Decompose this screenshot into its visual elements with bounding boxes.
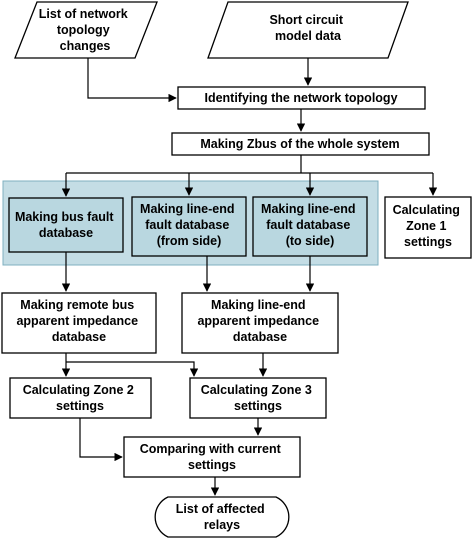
line-end-apparent-box bbox=[181, 292, 339, 354]
zone3-box bbox=[189, 377, 327, 419]
line-end-from-label: Making line-end fault database (from sid… bbox=[140, 202, 238, 248]
topology-changes-input bbox=[14, 1, 158, 59]
edge-zbus-split bbox=[66, 155, 433, 174]
zbus-label: Making Zbus of the whole system bbox=[200, 137, 399, 151]
zone1-label: Calculating Zone 1 settings bbox=[393, 203, 464, 249]
short-circuit-input bbox=[207, 1, 409, 59]
short-circuit-label: Short circuit model data bbox=[269, 13, 346, 43]
bus-fault-box bbox=[8, 197, 124, 253]
edge-remote-to-zone3 bbox=[66, 361, 199, 377]
comparing-label: Comparing with current settings bbox=[140, 442, 284, 472]
zone2-box bbox=[9, 377, 152, 419]
topology-changes-label: List of network topology changes bbox=[39, 7, 131, 53]
comparing-box bbox=[123, 436, 301, 478]
zone3-label: Calculating Zone 3 settings bbox=[201, 383, 316, 413]
remote-bus-box bbox=[1, 292, 157, 354]
line-end-from-box bbox=[131, 196, 247, 257]
bus-fault-label: Making bus fault database bbox=[15, 210, 117, 240]
affected-relays-label: List of affected relays bbox=[176, 502, 268, 532]
affected-relays-terminal bbox=[154, 496, 290, 538]
zone1-box bbox=[384, 196, 472, 259]
line-end-to-label: Making line-end fault database (to side) bbox=[261, 202, 359, 248]
remote-bus-label: Making remote bus apparent impedance dat… bbox=[16, 298, 141, 344]
identify-topology-label: Identifying the network topology bbox=[204, 91, 397, 105]
edge-zone2-to-comparing bbox=[79, 418, 123, 462]
line-end-apparent-label: Making line-end apparent impedance datab… bbox=[197, 298, 322, 344]
zone2-label: Calculating Zone 2 settings bbox=[23, 383, 138, 413]
edge-topology-to-identify bbox=[87, 58, 177, 103]
